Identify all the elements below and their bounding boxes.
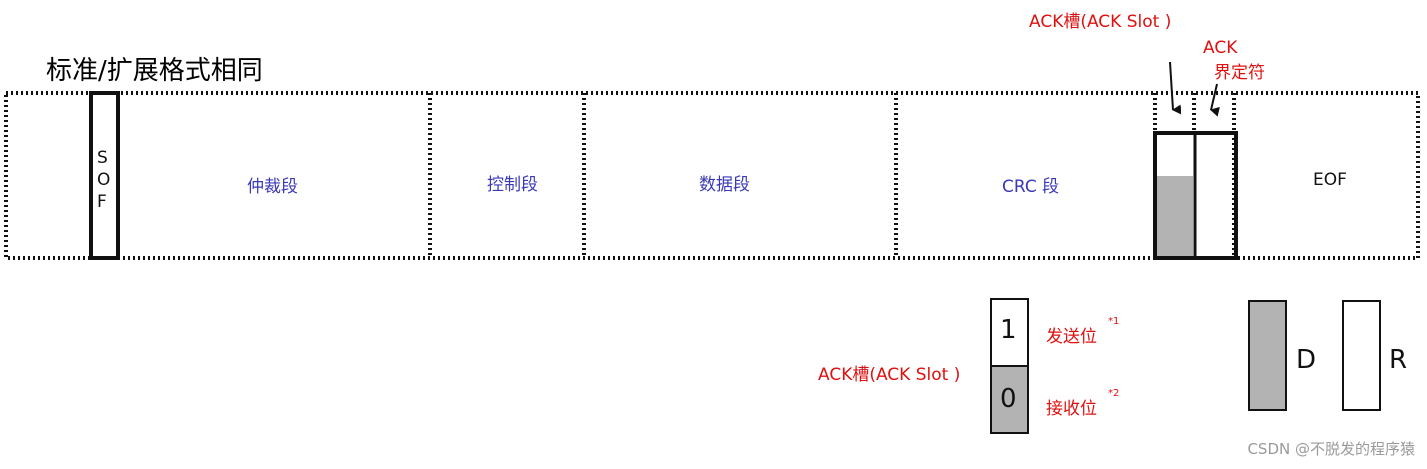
legend-dominant-label: D [1296, 345, 1317, 375]
legend-bit1-value: 1 [1000, 315, 1017, 345]
data-field-label: 数据段 [699, 175, 750, 195]
ack-delimiter-arrow [1210, 83, 1220, 117]
ack-slot-annotation: ACK槽(ACK Slot ) [1029, 12, 1172, 32]
legend-bit0-note: *2 [1108, 388, 1120, 399]
sof-field [89, 91, 120, 260]
legend-bit0-box [990, 365, 1029, 434]
legend-dominant-box [1248, 300, 1287, 411]
crc-field-label: CRC 段 [1002, 177, 1060, 197]
ack-slot-arrow [1169, 61, 1182, 115]
ack-delimiter-annotation-line2: 界定符 [1214, 63, 1265, 83]
watermark: CSDN @不脱发的程序猿 [1247, 440, 1415, 458]
ack-delimiter-annotation-line1: ACK [1203, 38, 1238, 58]
eof-field-label: EOF [1313, 170, 1347, 190]
sof-letter-o: O [97, 170, 111, 190]
sof-letter-s: S [97, 148, 108, 168]
diagram-title: 标准/扩展格式相同 [46, 56, 263, 86]
legend-bit1-label: 发送位 [1046, 327, 1097, 347]
legend-ack-slot-label: ACK槽(ACK Slot ) [818, 365, 961, 385]
legend-recessive-box [1342, 300, 1381, 411]
legend-bit1-note: *1 [1108, 316, 1120, 327]
arbitration-field-label: 仲裁段 [247, 177, 298, 197]
frame-outline [4, 91, 1420, 260]
ack-slot-dominant-fill [1156, 176, 1193, 257]
legend-bit0-value: 0 [1000, 384, 1017, 414]
sof-letter-f: F [97, 192, 107, 212]
legend-bit0-label: 接收位 [1046, 399, 1097, 419]
legend-bit1-box [990, 298, 1029, 367]
control-field-label: 控制段 [487, 175, 538, 195]
legend-recessive-label: R [1389, 345, 1408, 375]
